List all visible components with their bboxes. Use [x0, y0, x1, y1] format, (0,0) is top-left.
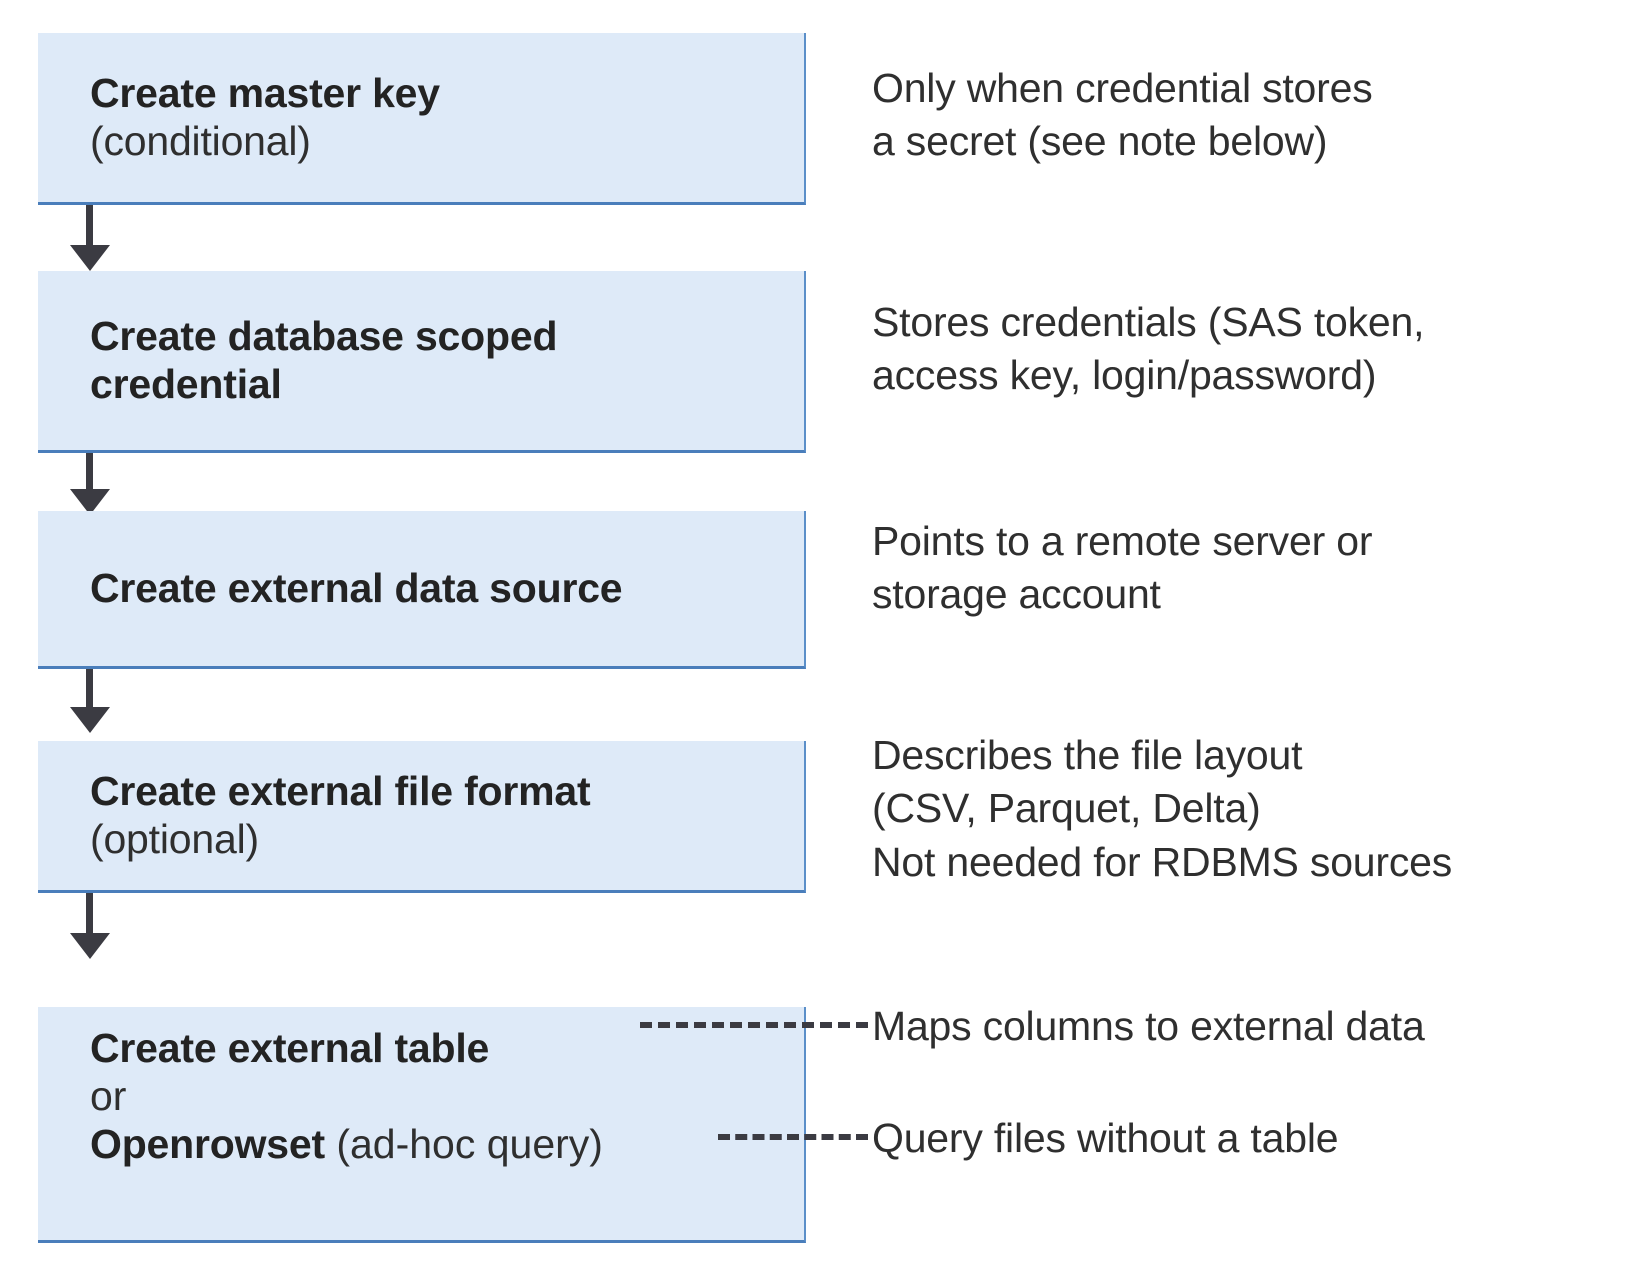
step-title: Create master key	[90, 69, 440, 116]
step-box-content: Create database scoped credential	[38, 313, 804, 409]
final-note-openrowset: Query files without a table	[872, 1115, 1339, 1161]
step-subtitle: (conditional)	[90, 117, 311, 164]
step-note-create-external-data-source: Points to a remote server or storage acc…	[872, 518, 1373, 618]
step-note-create-external-file-format: Describes the file layout (CSV, Parquet,…	[872, 732, 1453, 885]
flow-arrow-3-to-4	[86, 669, 93, 709]
step-box-content: Create master key (conditional)	[38, 70, 804, 166]
step-title: Create external file format	[90, 767, 591, 814]
dashed-leader-openrowset	[718, 1134, 868, 1140]
step-box-content: Create external file format (optional)	[38, 768, 804, 864]
flow-arrow-4-to-5	[86, 893, 93, 935]
step-box-create-external-data-source[interactable]: Create external data source	[38, 511, 806, 669]
step-subtitle: (optional)	[90, 815, 259, 862]
step-note-create-master-key: Only when credential stores a secret (se…	[872, 65, 1373, 165]
final-step-line3: Openrowset (ad-hoc query)	[90, 1121, 790, 1169]
flow-arrow-1-to-2	[86, 205, 93, 247]
dashed-leader-external-table	[640, 1022, 868, 1028]
step-box-content: Create external table or Openrowset (ad-…	[38, 1007, 804, 1169]
step-box-create-external-table-or-openrowset[interactable]: Create external table or Openrowset (ad-…	[38, 1007, 806, 1243]
final-step-line2: or	[90, 1072, 127, 1119]
step-box-create-database-scoped-credential[interactable]: Create database scoped credential	[38, 271, 806, 453]
final-note-external-table: Maps columns to external data	[872, 1003, 1425, 1049]
step-note-create-database-scoped-credential: Stores credentials (SAS token, access ke…	[872, 299, 1425, 399]
step-box-content: Create external data source	[38, 565, 804, 613]
step-box-create-master-key[interactable]: Create master key (conditional)	[38, 33, 806, 205]
step-box-create-external-file-format[interactable]: Create external file format (optional)	[38, 741, 806, 893]
step-title: Create database scoped credential	[90, 312, 558, 407]
final-step-line1: Create external table	[90, 1025, 490, 1071]
final-step-line3-bold: Openrowset	[90, 1120, 325, 1167]
step-title: Create external data source	[90, 564, 623, 611]
flow-arrow-2-to-3	[86, 453, 93, 491]
final-step-line3-rest: (ad-hoc query)	[324, 1120, 603, 1167]
